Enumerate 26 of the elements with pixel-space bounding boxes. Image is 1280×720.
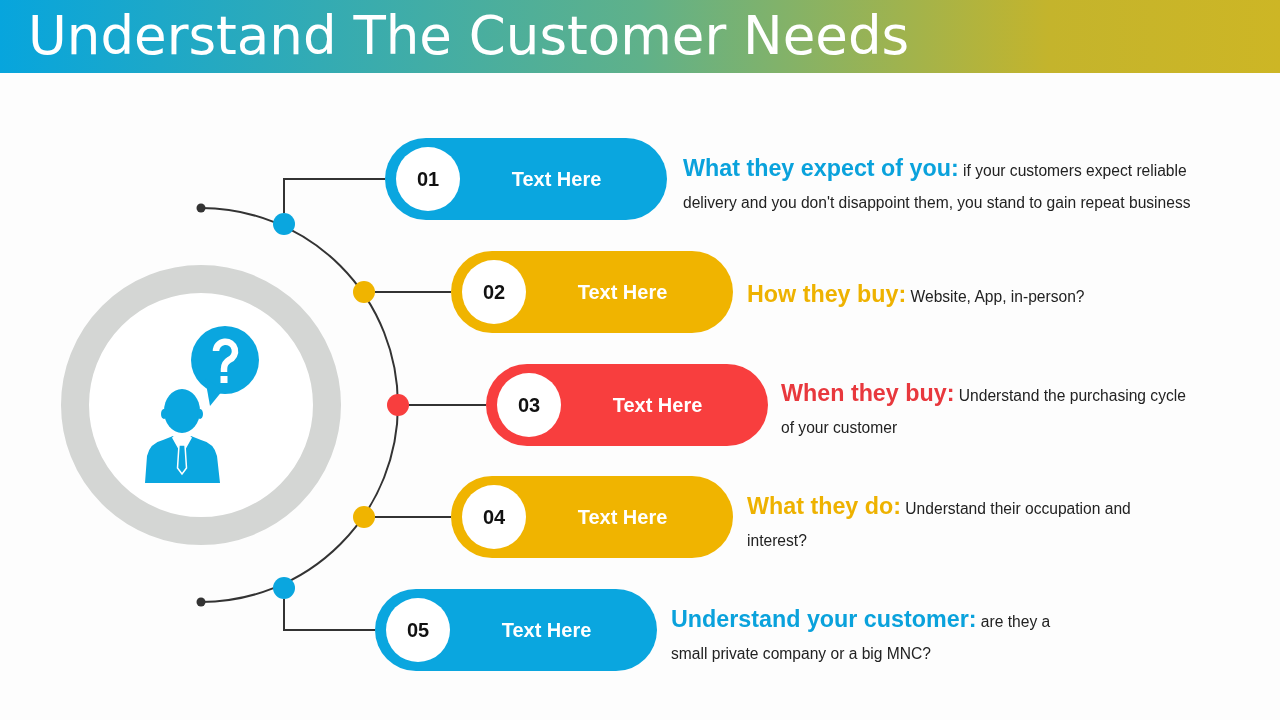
connector-line [408,404,487,406]
step-label: Text Here [510,167,603,191]
description-text: How they buy: Website, App, in-person? [747,280,1086,309]
description-text: Understand your customer: are they a small private company or a big MNC? [671,605,1052,664]
step-label: Text Here [611,393,704,417]
connector-dot [273,213,295,235]
step-label: Text Here [500,618,593,642]
connector-line [283,178,386,214]
step-label: Text Here [576,280,669,304]
step-number: 04 [462,485,526,549]
connector-dot [353,506,375,528]
connector-dot [273,577,295,599]
connector-line [374,516,452,518]
description-text: What they expect of you: if your customers expect reliable delivery and you don't disappoint them, you stand to gain repeat business [683,154,1192,213]
connector-line [374,291,452,293]
description-text: When they buy: Understand the purchasing cycle of your customer [781,379,1187,438]
connector-dot [353,281,375,303]
slide-title: Understand The Customer Needs [28,4,910,68]
step-number: 05 [386,598,450,662]
connector-line [283,598,376,631]
step-number: 03 [497,373,561,437]
step-label: Text Here [576,505,669,529]
step-number: 01 [396,147,460,211]
connector-dot [387,394,409,416]
description-text: What they do: Understand their occupation and interest? [747,492,1132,551]
step-number: 02 [462,260,526,324]
